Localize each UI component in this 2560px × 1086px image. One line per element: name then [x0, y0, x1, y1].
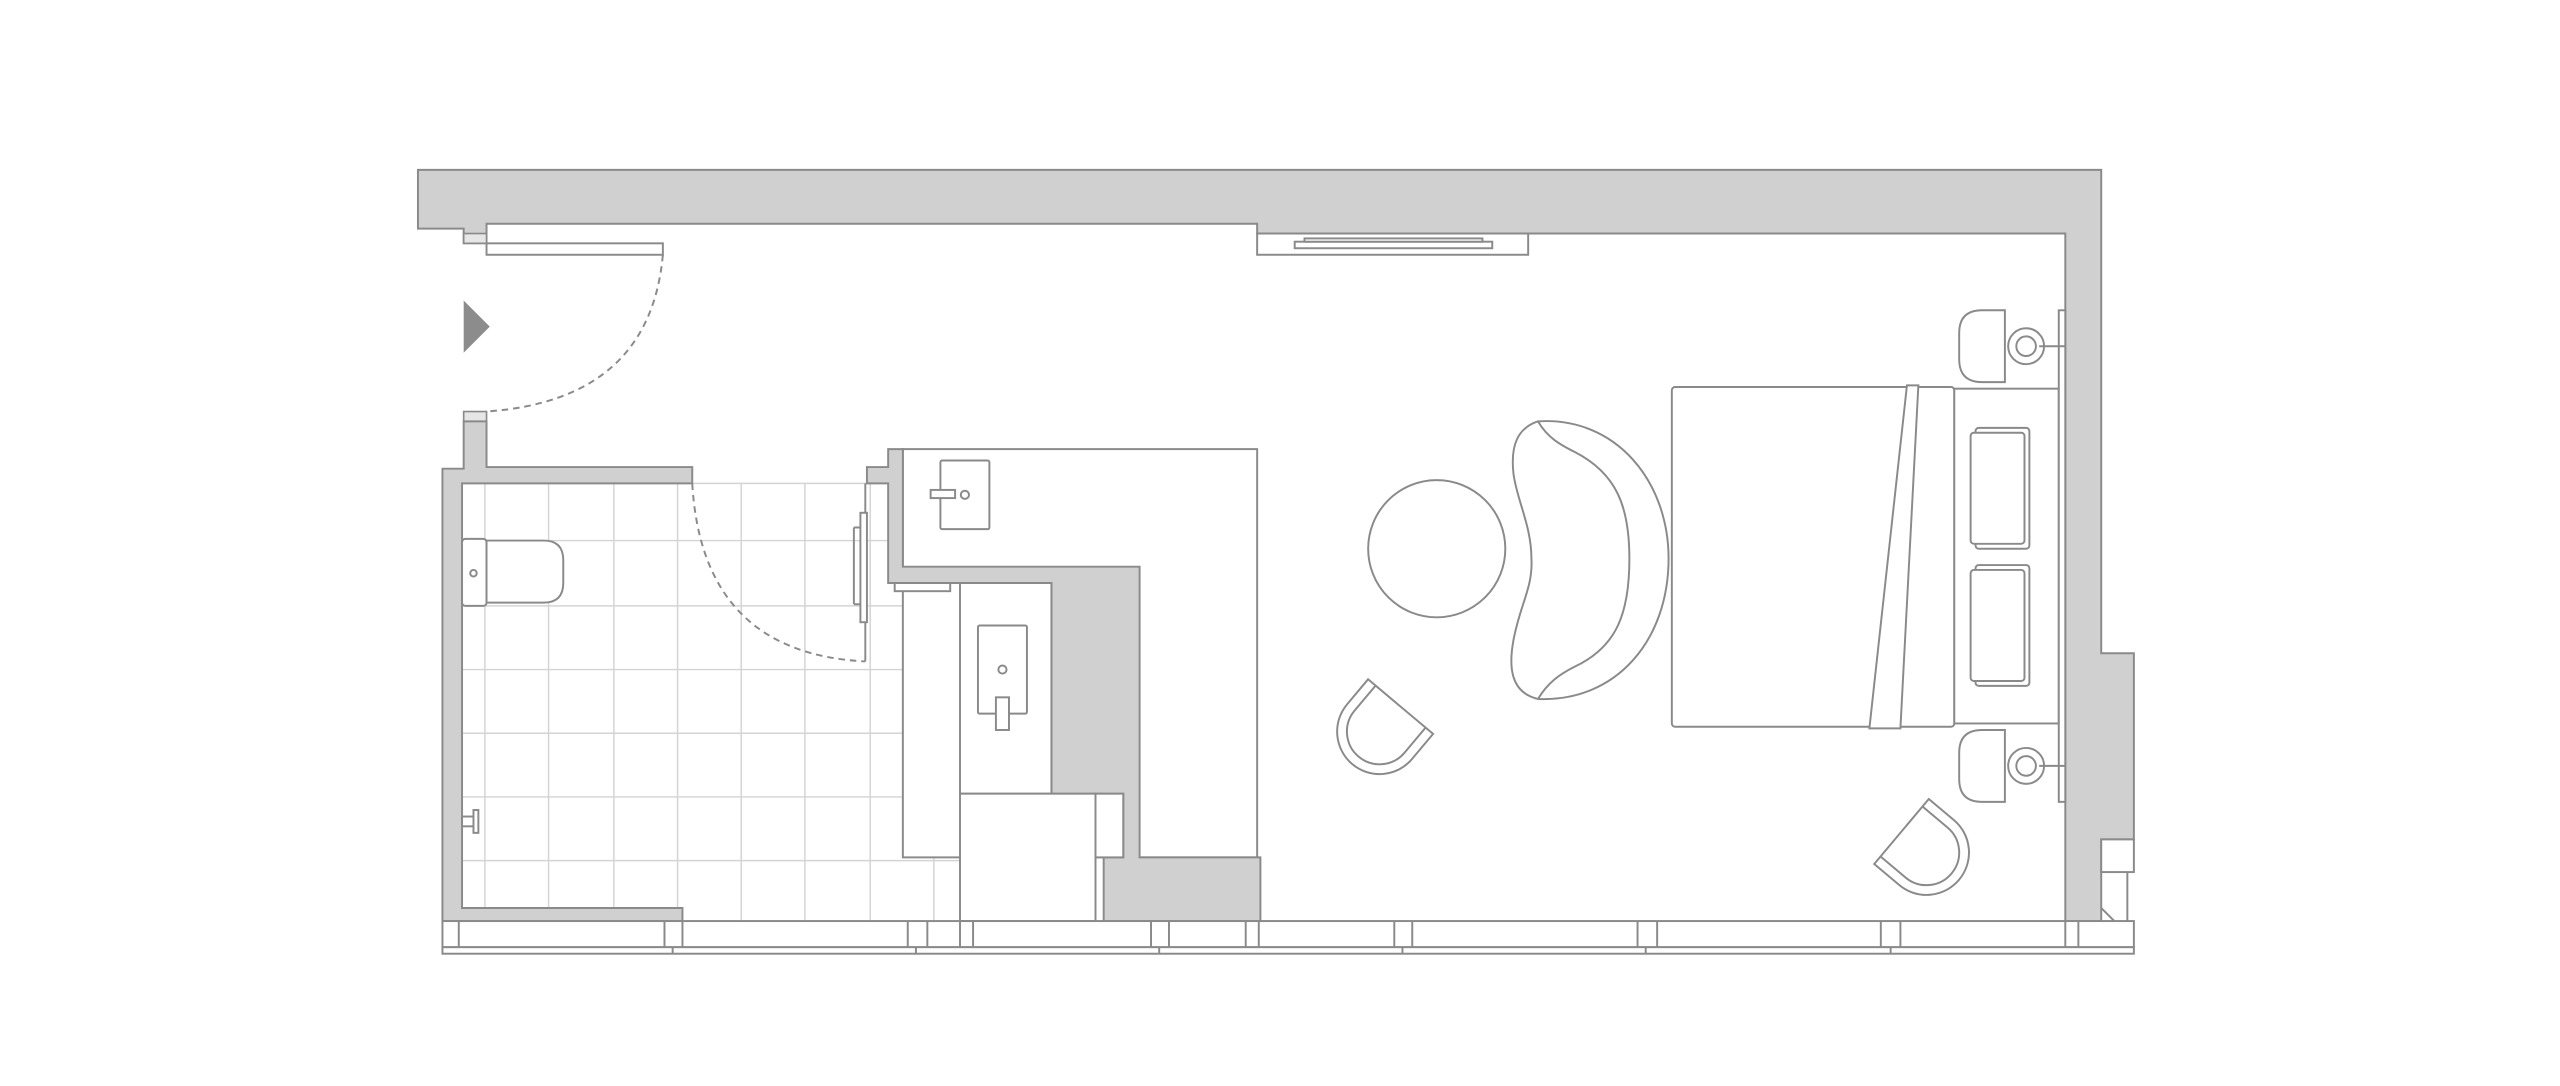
window-wall	[441, 920, 2135, 955]
round-table-icon	[1367, 479, 1507, 619]
bathroom-cabinet-side	[1094, 792, 1125, 859]
bathroom-wall	[441, 420, 694, 923]
sink-icon	[929, 459, 991, 531]
shelf	[893, 582, 952, 593]
door-jamb	[462, 232, 488, 245]
curved-sofa-icon	[1510, 420, 1670, 700]
wall-panel	[2057, 309, 2067, 803]
armchair-icon	[1872, 797, 1970, 896]
bed-throw	[1868, 384, 1920, 730]
bathroom-door-handle	[859, 511, 868, 624]
door-jamb	[462, 410, 488, 423]
entry-door-swing	[486, 254, 664, 413]
entry-arrow-icon	[463, 300, 490, 353]
bathroom-cabinet	[959, 792, 1097, 923]
nightstand-lamp-icon	[1958, 309, 2066, 384]
armchair-icon	[1336, 677, 1435, 776]
corner-column	[2100, 838, 2135, 874]
tv-unit	[1256, 232, 1530, 256]
sink-icon	[976, 624, 1028, 731]
bathroom-door-swing	[691, 483, 866, 663]
toilet-icon	[461, 537, 565, 607]
pillow-icon	[1969, 426, 2031, 550]
nightstand-lamp-icon	[1958, 729, 2066, 803]
pillow-icon	[1969, 564, 2031, 687]
entry-door-leaf[interactable]	[485, 242, 664, 256]
towel-hook-icon	[461, 809, 480, 834]
